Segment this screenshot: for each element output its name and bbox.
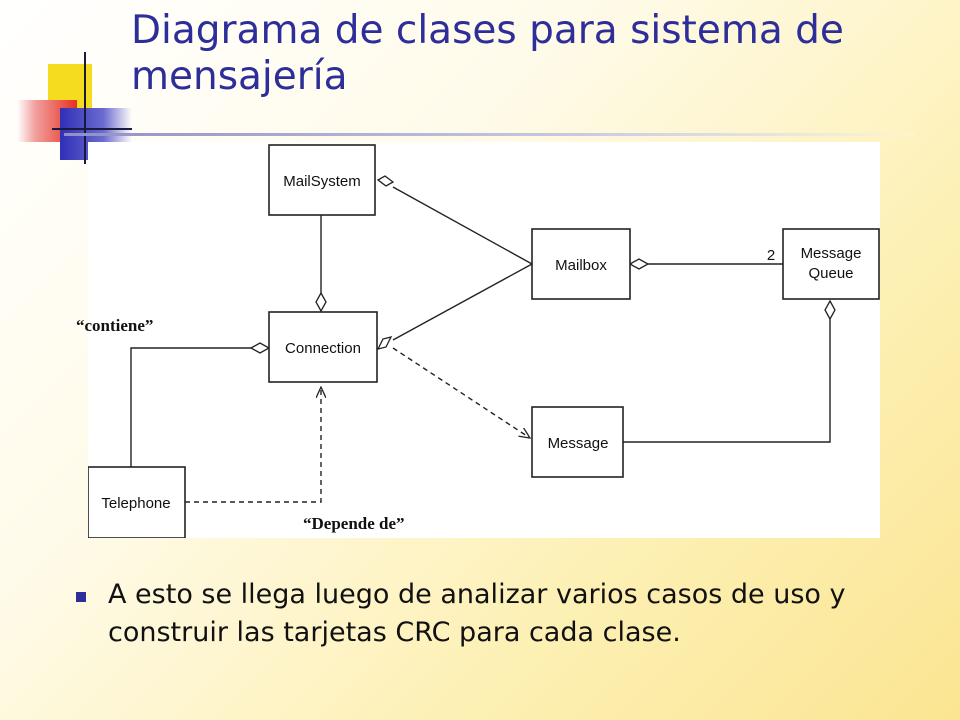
multiplicity-label: 2	[767, 247, 775, 264]
bullet-marker	[76, 592, 86, 602]
class-box-mailbox	[531, 228, 631, 300]
edge-connection-message-dependency	[392, 347, 530, 438]
aggregation-diamond-queue	[824, 299, 836, 321]
aggregation-diamond-connection-top	[315, 291, 327, 313]
annotation-depends: “Depende de”	[303, 514, 405, 533]
class-diagram-svg: MailSystem Connection Mailbox Message Qu…	[88, 144, 880, 538]
class-box-mailsystem	[268, 144, 376, 216]
class-label-message: Message	[548, 435, 609, 452]
edge-connection-mailbox	[392, 263, 533, 341]
class-label-connection: Connection	[285, 340, 361, 357]
deco-horizontal-line	[52, 128, 132, 130]
class-diagram: MailSystem Connection Mailbox Message Qu…	[88, 142, 880, 538]
edge-mailsystem-mailbox	[392, 186, 533, 265]
bullet-text: A esto se llega luego de analizar varios…	[108, 579, 846, 648]
title-underline	[64, 133, 914, 136]
annotation-contains: “contiene”	[76, 316, 154, 335]
aggregation-diamond-connection-left	[249, 342, 271, 354]
class-label-message-queue-line1: Message	[801, 245, 862, 262]
edge-telephone-connection-dependency	[185, 387, 321, 503]
class-box-message-queue	[782, 228, 880, 300]
class-label-telephone: Telephone	[101, 495, 170, 512]
aggregation-diamond-mailsystem	[376, 175, 395, 187]
class-label-mailbox: Mailbox	[555, 257, 607, 274]
class-label-message-queue-line2: Queue	[808, 265, 853, 282]
class-box-telephone	[88, 466, 186, 538]
slide-title: Diagrama de clases para sistema de mensa…	[131, 8, 844, 99]
aggregation-diamond-connection-right	[376, 336, 393, 350]
class-box-message	[531, 406, 624, 478]
class-box-connection	[268, 311, 378, 383]
class-label-mailsystem: MailSystem	[283, 173, 361, 190]
deco-vertical-line	[84, 52, 86, 164]
edge-queue-message	[623, 319, 831, 443]
edge-telephone-connection	[130, 347, 251, 467]
aggregation-diamond-mailbox	[628, 258, 650, 270]
